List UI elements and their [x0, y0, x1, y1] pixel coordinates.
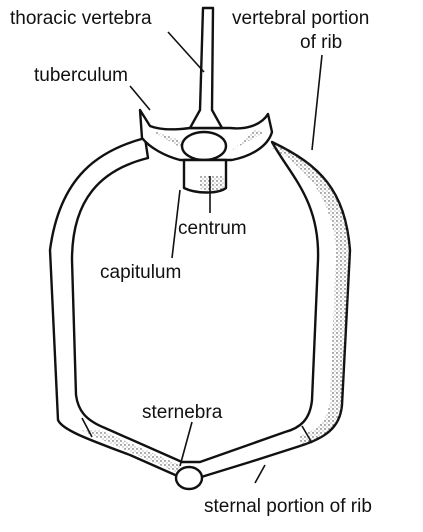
- leader-sternal-portion: [255, 465, 265, 483]
- vertebra: [140, 8, 272, 193]
- label-vertebral-portion-line2: of rib: [300, 32, 342, 53]
- label-sternebra: sternebra: [142, 402, 223, 423]
- label-thoracic-vertebra: thoracic vertebra: [10, 8, 152, 29]
- label-centrum: centrum: [178, 218, 247, 239]
- neural-canal: [182, 132, 226, 160]
- leader-vertebral-portion: [312, 55, 322, 150]
- leader-tuberculum: [130, 86, 150, 110]
- leader-sternebra: [180, 422, 192, 466]
- label-sternal-portion: sternal portion of rib: [204, 496, 372, 517]
- centrum-shading: [200, 176, 224, 191]
- leader-thoracic-vertebra: [168, 32, 204, 72]
- label-vertebral-portion-line1: vertebral portion: [232, 8, 369, 29]
- neural-spine: [190, 8, 222, 128]
- label-capitulum: capitulum: [100, 262, 181, 283]
- sternebra-bone: [176, 467, 202, 489]
- rib-shading-left: [80, 430, 182, 474]
- label-tuberculum: tuberculum: [34, 65, 128, 86]
